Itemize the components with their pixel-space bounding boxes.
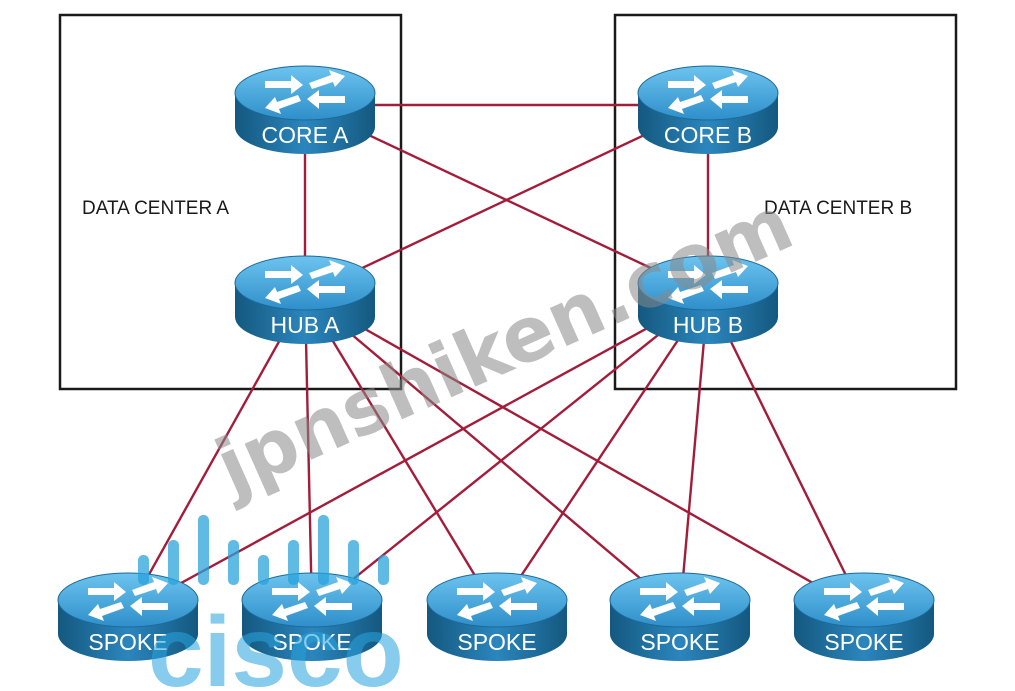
router-arrows-icon xyxy=(824,577,904,621)
router-hub-b[interactable]: HUB B xyxy=(637,255,779,344)
router-spoke-2[interactable]: SPOKE xyxy=(241,572,383,661)
router-arrows-icon xyxy=(265,260,345,304)
router-top xyxy=(637,65,779,121)
router-label: SPOKE xyxy=(640,629,719,655)
link-hub_b-spoke_5 xyxy=(706,294,866,613)
cisco-logo-text: cisco xyxy=(148,596,404,691)
link-layer xyxy=(126,103,866,614)
router-arrows-icon xyxy=(457,577,537,621)
cisco-logo: cisco xyxy=(138,515,404,691)
router-label: SPOKE xyxy=(272,629,351,655)
link-hub_a-spoke_5 xyxy=(304,293,865,614)
router-top xyxy=(234,255,376,311)
link-hub_b-spoke_4 xyxy=(678,294,710,613)
router-label: CORE B xyxy=(664,122,752,148)
router-top xyxy=(609,572,751,628)
router-label: SPOKE xyxy=(824,629,903,655)
router-core-b[interactable]: CORE B xyxy=(637,65,779,154)
data-center-a-label: DATA CENTER A xyxy=(82,198,229,219)
router-spoke-5[interactable]: SPOKE xyxy=(793,572,935,661)
link-hub_a-spoke_1 xyxy=(126,294,307,613)
data-center-a xyxy=(58,13,403,391)
link-hub_a-spoke_4 xyxy=(304,294,681,613)
link-hub_a-spoke_3 xyxy=(303,294,499,613)
router-top xyxy=(234,65,376,121)
link-hub_b-spoke_3 xyxy=(496,294,709,613)
router-label: CORE A xyxy=(262,122,350,148)
router-arrows-icon xyxy=(272,577,352,621)
router-arrows-icon xyxy=(265,70,345,114)
router-label: HUB A xyxy=(270,312,340,338)
link-hub_b-spoke_1 xyxy=(127,293,709,614)
link-hub_b-spoke_2 xyxy=(311,294,709,613)
link-core_b-hub_a xyxy=(304,103,709,297)
router-label: HUB B xyxy=(673,312,743,338)
data-center-b xyxy=(613,13,958,391)
router-label: SPOKE xyxy=(457,629,536,655)
router-arrows-icon xyxy=(640,577,720,621)
router-hub-a[interactable]: HUB A xyxy=(234,255,376,344)
router-arrows-icon xyxy=(668,260,748,304)
router-top xyxy=(426,572,568,628)
router-arrows-icon xyxy=(88,577,168,621)
router-arrows-icon xyxy=(668,70,748,114)
data-center-b-label: DATA CENTER B xyxy=(764,198,912,219)
router-label: SPOKE xyxy=(88,629,167,655)
router-spoke-1[interactable]: SPOKE xyxy=(57,572,199,661)
link-hub_a-spoke_2 xyxy=(303,294,314,613)
router-core-a[interactable]: CORE A xyxy=(234,65,376,154)
router-layer: CORE A CORE B HUB A HUB B SPOKE SPOKE SPOKE SPO… xyxy=(57,65,935,661)
router-spoke-3[interactable]: SPOKE xyxy=(426,572,568,661)
router-spoke-4[interactable]: SPOKE xyxy=(609,572,751,661)
router-top xyxy=(793,572,935,628)
